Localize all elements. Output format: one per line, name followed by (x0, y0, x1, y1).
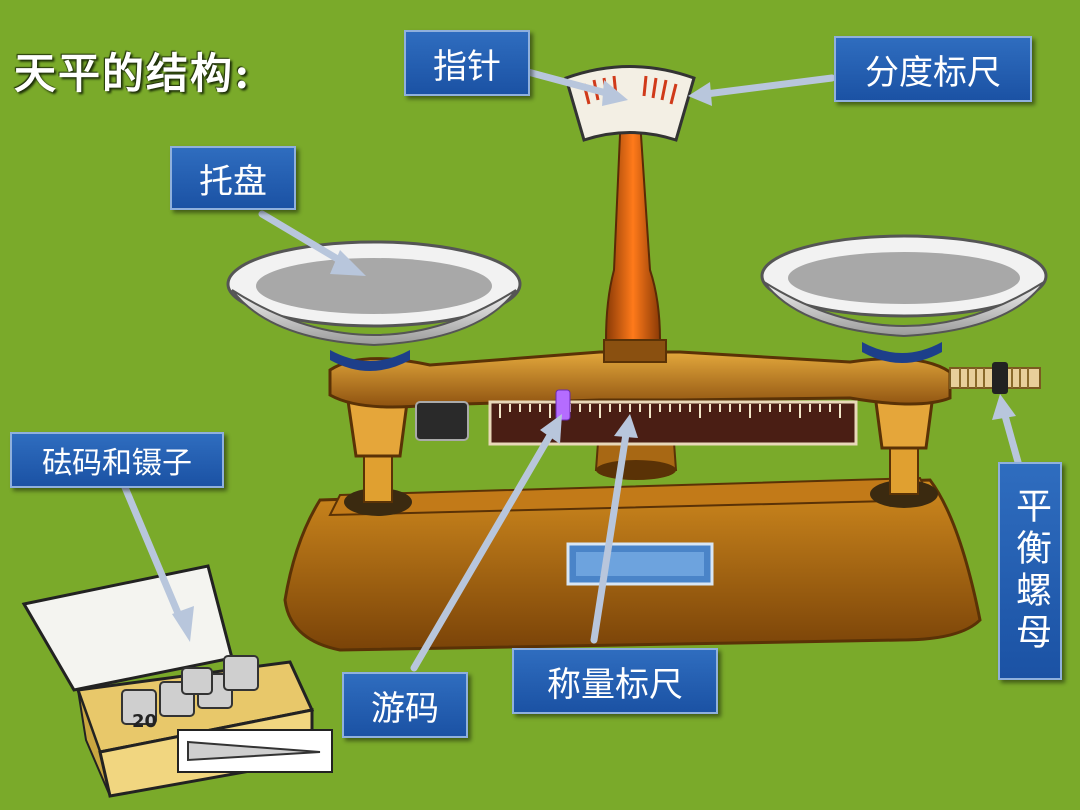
label-pointer: 指针 (404, 30, 530, 96)
right-pan (760, 234, 1048, 338)
balance-base (283, 476, 982, 652)
arrow-beam-scale-head (614, 414, 638, 438)
arrow-weights-head (172, 606, 194, 642)
arrow-pointer (524, 68, 614, 98)
left-pan (226, 240, 522, 347)
pointer-needle (603, 89, 667, 363)
balance-nut (949, 362, 1041, 394)
rider (555, 389, 571, 421)
arrow-rider (410, 428, 556, 672)
slide-title: 天平的结构: (14, 49, 252, 98)
arrow-tray-head (330, 250, 366, 276)
label-beam-scale: 称量标尺 (512, 648, 718, 714)
arrow-scale-plate (702, 74, 836, 98)
label-balance-nut: 平衡螺母 (998, 462, 1062, 680)
pointer-arrows (112, 68, 1022, 672)
label-rider: 游码 (342, 672, 468, 738)
label-scale-plate: 分度标尺 (834, 36, 1032, 102)
arrow-tray (258, 210, 350, 268)
arrow-balance-nut (1000, 408, 1022, 466)
scale-plate (564, 65, 696, 142)
label-weights-tweezers: 砝码和镊子 (10, 432, 224, 488)
weight-label: 20 (132, 711, 157, 732)
arrow-pointer-head (602, 80, 628, 106)
label-tray: 托盘 (170, 146, 296, 210)
arrow-rider-head (540, 414, 562, 444)
right-pan-holder (862, 342, 942, 363)
arrow-beam-scale (590, 430, 630, 644)
left-pan-holder (330, 350, 410, 371)
tweezers (177, 729, 333, 773)
arrow-balance-nut-head (992, 394, 1016, 420)
arrow-scale-plate-head (688, 82, 712, 106)
arrow-weights (112, 462, 184, 622)
